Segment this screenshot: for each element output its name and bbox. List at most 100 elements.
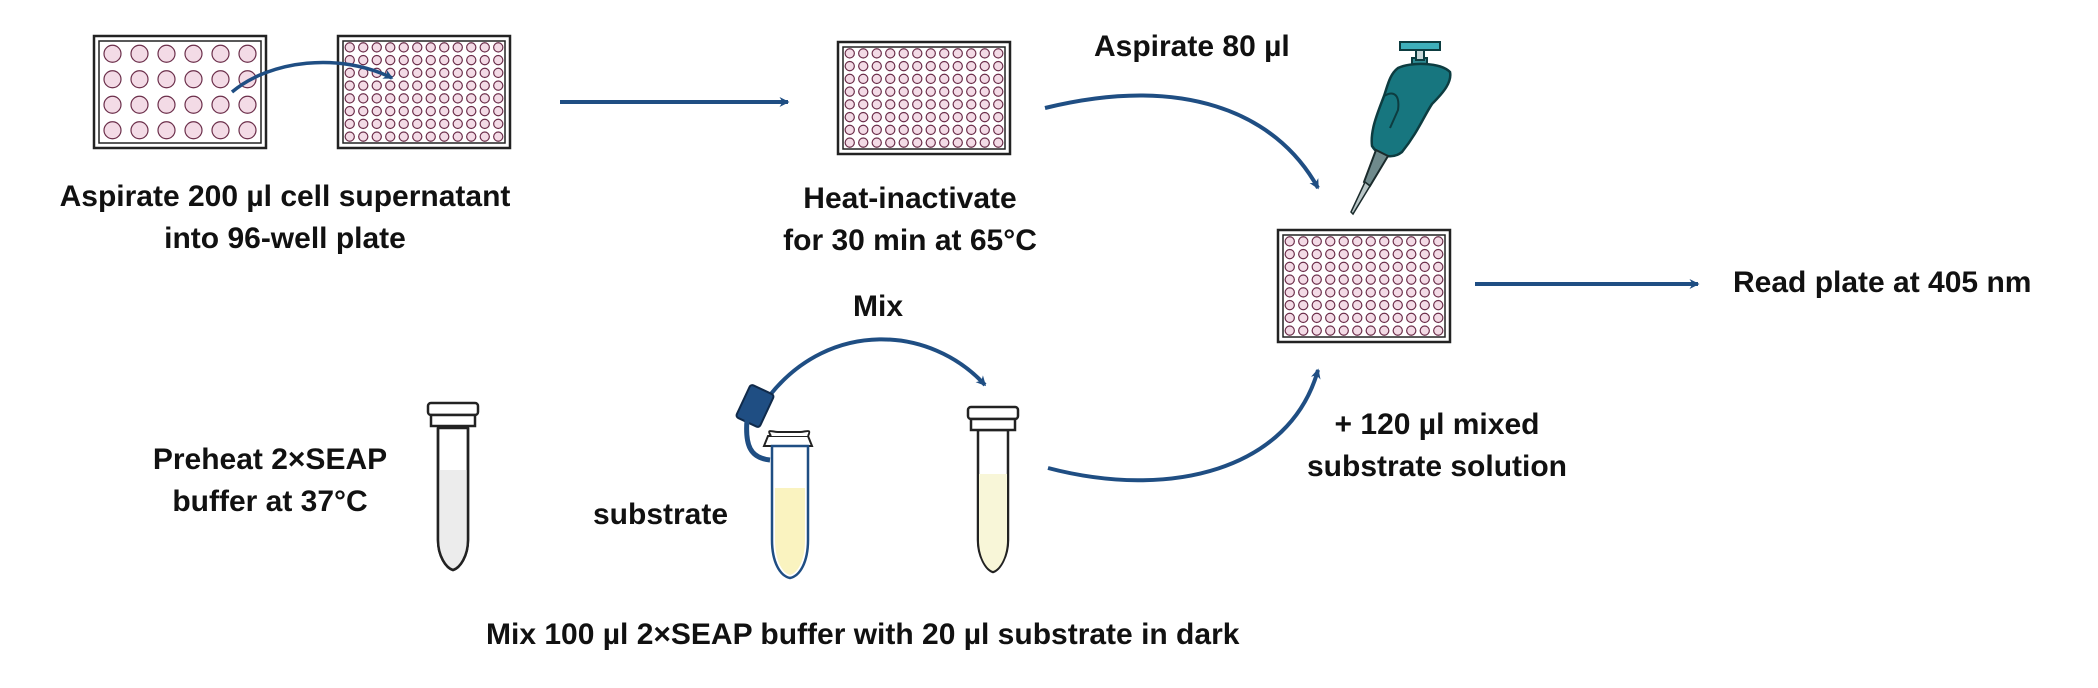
plate-well [452,80,463,91]
plate-well [1298,299,1309,311]
plate-well [952,124,963,136]
plate-well [966,124,977,136]
plate-well [479,80,490,91]
plate-well [844,99,855,110]
plate-well [952,86,963,97]
plate-well [1406,312,1417,324]
plate-well [1338,248,1349,260]
plate-well [885,111,896,123]
plate-well [993,111,1004,123]
plate-well [979,60,990,72]
plate-well [412,131,423,142]
plate-well [925,124,936,136]
plate-well [371,42,382,53]
plate-well [439,67,450,79]
plate-well [871,137,882,148]
plate-well [385,131,396,142]
plate-well [439,80,450,91]
plate-well [344,105,355,117]
plate-well [344,118,355,130]
plate-well [358,131,369,142]
plate-well [358,118,369,130]
plate-well [425,131,436,142]
step1-label-line2: into 96-well plate [164,222,406,255]
plate-well [939,48,950,59]
plate-well [344,42,355,53]
plate-well [1379,312,1390,324]
plate-well [493,67,504,79]
plate-well [1325,248,1336,260]
plate-inner [342,40,506,144]
plate-well [493,93,504,104]
plate-well [871,86,882,97]
plate-well [979,86,990,97]
plate-well [898,137,909,148]
plate-well [358,105,369,117]
plate-well [858,111,869,123]
plate-well [385,54,396,66]
plate-well [479,93,490,104]
plate-well [844,137,855,148]
plate-well [1419,312,1430,324]
plate-well [939,137,950,148]
plate-well [371,80,382,91]
plate-well [412,54,423,66]
plate-well [425,93,436,104]
plate-well [979,137,990,148]
plate-well [1379,248,1390,260]
plate-well [898,48,909,59]
plate-well [898,86,909,97]
plate-well [157,44,176,63]
buffer-tube-icon [426,401,480,572]
step2-label-line2: for 30 min at 65°C [783,224,1037,257]
plate-well [885,137,896,148]
plate-well [1419,287,1430,298]
plate-well [1311,299,1322,311]
plate-well [157,121,176,140]
plate-well [952,48,963,59]
plate-well [993,73,1004,85]
plate-well [1298,248,1309,260]
plate-well [1365,312,1376,324]
plate-well [103,44,122,63]
plate-well [425,118,436,130]
24-well-plate-icon [92,34,268,150]
plate-well [358,54,369,66]
plate-well [211,121,230,140]
plate-well [925,137,936,148]
plate-well [1284,248,1295,260]
plate-well [885,73,896,85]
plate-well [912,86,923,97]
plate-well [1298,274,1309,285]
plate-well [939,99,950,110]
plate-well [966,73,977,85]
plate-well [925,48,936,59]
plate-well [885,48,896,59]
plate-well [1433,325,1444,336]
plate-well [858,137,869,148]
aspirate-80-label: Aspirate 80 µl [1094,30,1290,63]
plate-well [1379,261,1390,273]
plate-well [1338,312,1349,324]
plate-well [1325,312,1336,324]
plate-well [1365,287,1376,298]
plate-well [1311,248,1322,260]
96-well-plate-icon-2 [836,40,1012,156]
plate-well [1392,312,1403,324]
plate-well [1392,325,1403,336]
plate-well [1379,299,1390,311]
plate-well [1419,325,1430,336]
arrow-aspirate-80 [1044,93,1320,190]
step1-label-line1: Aspirate 200 µl cell supernatant [59,180,511,213]
plate-well [466,93,477,104]
plate-well [979,99,990,110]
plate-well [466,54,477,66]
plate-well [885,86,896,97]
plate-well [1284,236,1295,247]
plate-well [966,137,977,148]
plate-well [398,80,409,91]
plate-well [371,105,382,117]
plate-well [1406,261,1417,273]
plate-well [1365,274,1376,285]
plate-well [157,95,176,114]
